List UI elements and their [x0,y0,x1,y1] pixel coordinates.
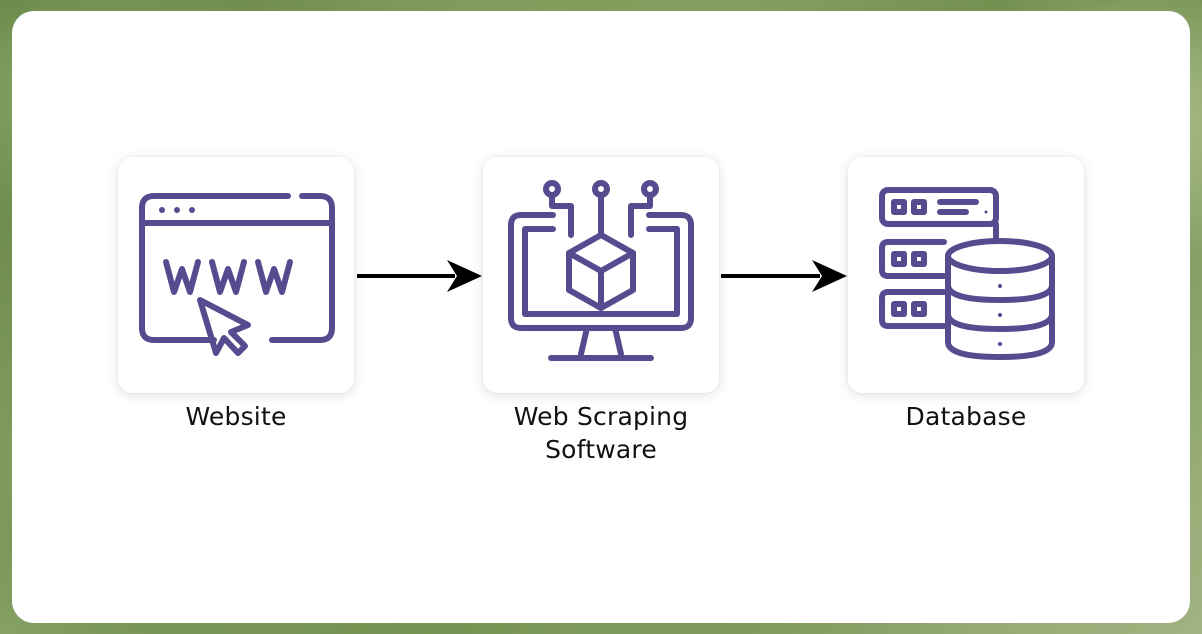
edge-scraper-to-database [719,256,848,296]
monitor-cube-network-icon [508,180,694,361]
node-database [848,157,1084,393]
node-website [118,157,354,393]
node-label-scraper: Web Scraping Software [513,402,689,464]
edge-website-to-scraper [355,256,483,296]
node-label-database: Database [905,402,1027,431]
node-scraper [483,157,719,393]
www-browser-icon [139,193,335,356]
server-database-icon [879,187,1055,360]
node-label-website: Website [185,402,287,431]
